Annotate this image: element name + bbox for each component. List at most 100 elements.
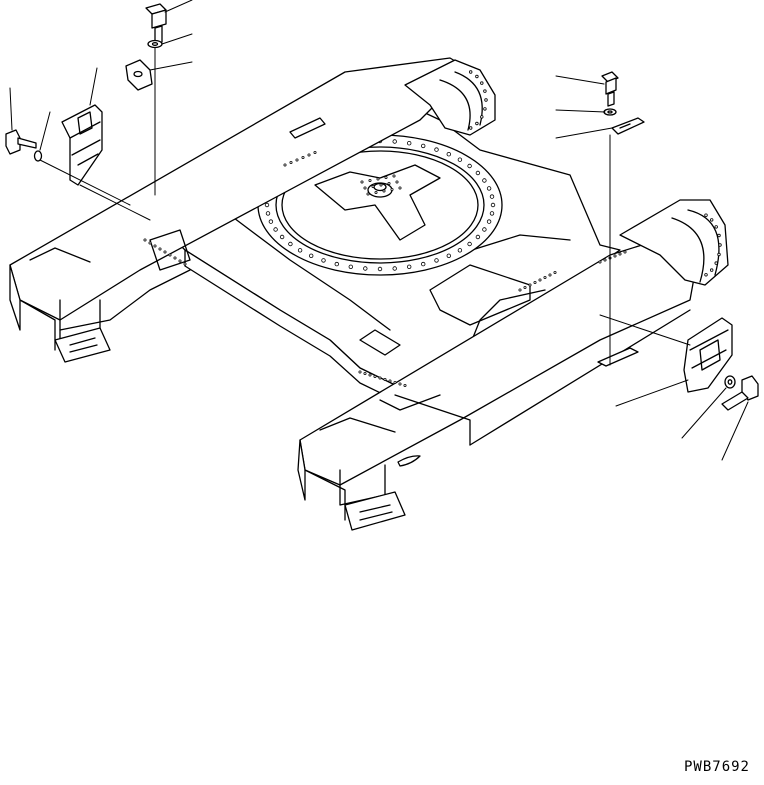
bolt-hole xyxy=(296,159,298,161)
bolt-hole xyxy=(399,383,401,385)
bolt-top-right xyxy=(602,72,618,106)
bolt-hole xyxy=(458,158,462,162)
bolt-hole xyxy=(483,228,487,232)
bolt-hole xyxy=(290,161,292,163)
bolt-top-left xyxy=(146,4,166,44)
bolt-hole xyxy=(407,141,411,145)
bolt-hole xyxy=(269,220,273,224)
bolt-hole xyxy=(458,249,462,253)
bolt-hole xyxy=(383,190,385,192)
bolt-hole xyxy=(710,219,713,222)
bolt-hole xyxy=(364,267,368,271)
bolt-hole xyxy=(184,263,186,265)
bolt-hole xyxy=(476,235,480,239)
bolt-hole xyxy=(369,179,371,181)
bolt-left xyxy=(6,130,36,154)
bolt-hole xyxy=(274,228,278,232)
bolt-hole xyxy=(519,289,521,291)
bolt-hole xyxy=(174,257,176,259)
bolt-hole xyxy=(284,164,286,166)
bolt-hole xyxy=(314,151,316,153)
bolt-hole xyxy=(705,274,708,277)
bolt-hole xyxy=(391,188,393,190)
bolt-hole xyxy=(179,260,181,262)
guard-bracket-right xyxy=(684,318,732,392)
bolt-hole xyxy=(487,187,491,191)
leader-lines xyxy=(10,0,748,460)
plate-top-left xyxy=(126,60,152,90)
bolt-hole xyxy=(377,178,379,180)
bolt-hole xyxy=(149,242,151,244)
frame-mounting-holes xyxy=(144,151,626,386)
bolt-hole xyxy=(169,254,171,256)
bolt-hole xyxy=(289,242,293,246)
bolt-hole xyxy=(544,276,546,278)
bolt-hole xyxy=(309,254,313,258)
bolt-hole xyxy=(389,380,391,382)
bolt-hole xyxy=(322,259,326,263)
bolt-hole xyxy=(534,281,536,283)
bolt-hole xyxy=(484,90,487,93)
plate-top-right xyxy=(612,118,644,134)
bolt-hole xyxy=(367,193,369,195)
bolt-hole xyxy=(491,203,495,207)
bolt-hole xyxy=(372,185,374,187)
bolt-hole xyxy=(164,251,166,253)
drawing-code-label: PWB7692 xyxy=(683,759,750,775)
bolt-hole xyxy=(524,286,526,288)
left-idler-bolt-holes xyxy=(469,71,487,130)
bolt-hole xyxy=(361,181,363,183)
bolt-hole xyxy=(407,265,411,269)
bolt-hole xyxy=(619,253,621,255)
bolt-hole xyxy=(435,148,439,152)
washer-top-left xyxy=(148,41,162,48)
bolt-hole xyxy=(388,182,390,184)
bolt-hole xyxy=(447,152,451,156)
cross-plate-holes xyxy=(361,175,401,195)
bolt-hole xyxy=(380,184,382,186)
bolt-hole xyxy=(554,271,556,273)
bolt-hole xyxy=(298,249,302,253)
washer-left xyxy=(35,151,42,161)
bolt-hole xyxy=(718,253,721,256)
bolt-hole xyxy=(719,244,722,247)
bolt-hole xyxy=(549,274,551,276)
bolt-hole xyxy=(154,245,156,247)
bolt-hole xyxy=(604,259,606,261)
bolt-hole xyxy=(481,82,484,85)
bolt-hole xyxy=(468,242,472,246)
bolt-hole xyxy=(481,116,484,119)
bolt-hole xyxy=(599,261,601,263)
bolt-hole xyxy=(435,259,439,263)
assembly-lines xyxy=(40,48,690,365)
guard-bracket-left xyxy=(62,105,102,185)
bolt-hole xyxy=(484,108,487,111)
bolt-right xyxy=(722,376,758,410)
bolt-hole xyxy=(396,181,398,183)
bolt-hole xyxy=(378,267,382,271)
bolt-hole xyxy=(490,195,494,199)
right-idler-bolt-holes xyxy=(705,214,722,276)
bolt-hole xyxy=(476,75,479,78)
bolt-hole xyxy=(539,279,541,281)
bolt-hole xyxy=(705,214,708,217)
bolt-hole xyxy=(624,251,626,253)
bolt-hole xyxy=(385,176,387,178)
bolt-hole xyxy=(715,226,718,229)
bolt-hole xyxy=(335,262,339,266)
bolt-hole xyxy=(614,255,616,257)
bolt-hole xyxy=(485,99,488,102)
washer-top-right xyxy=(604,109,616,115)
bolt-hole xyxy=(266,212,270,216)
bolt-hole xyxy=(393,175,395,177)
bolt-hole xyxy=(421,144,425,148)
bolt-hole xyxy=(369,374,371,376)
bolt-hole xyxy=(364,187,366,189)
bolt-hole xyxy=(393,267,397,271)
bolt-hole xyxy=(399,187,401,189)
bolt-hole xyxy=(469,127,472,130)
bolt-hole xyxy=(710,269,713,272)
bolt-hole xyxy=(718,234,721,237)
bolt-hole xyxy=(715,262,718,265)
